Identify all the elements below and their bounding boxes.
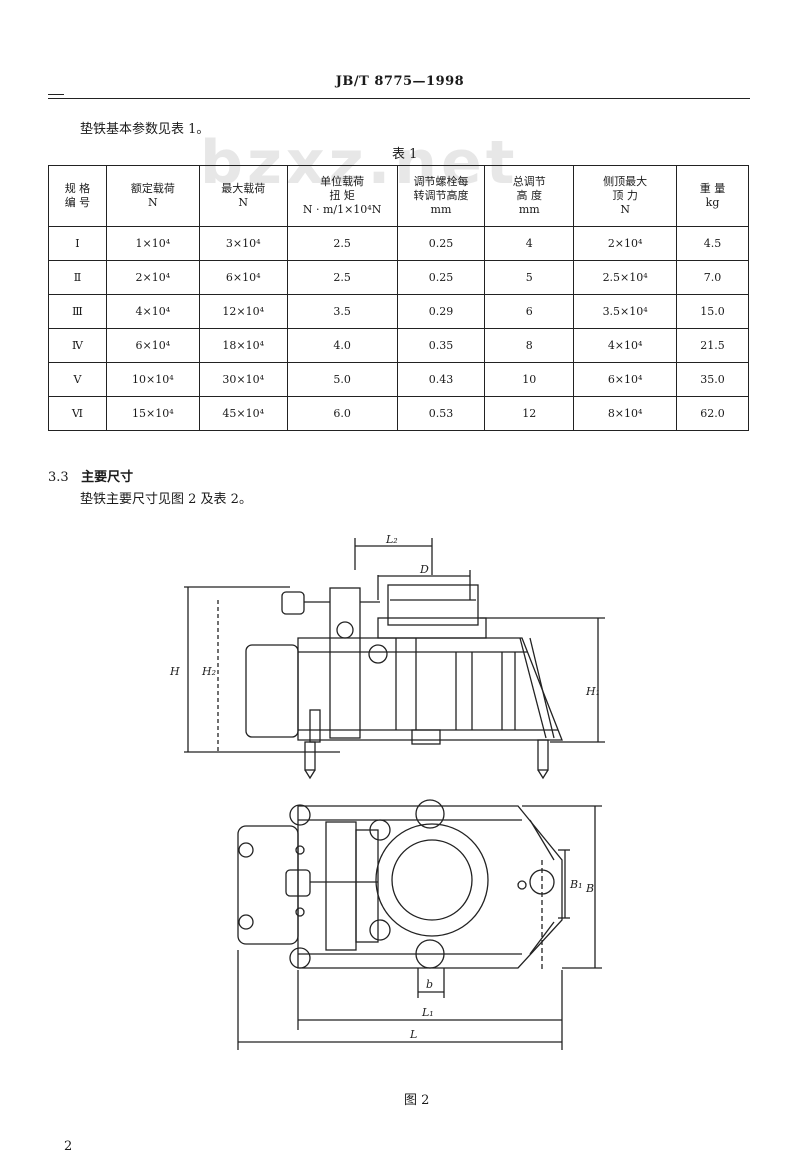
cell-torque: 2.5 (286, 226, 398, 261)
cell-side-force: 8×10⁴ (573, 396, 678, 431)
cell-max-load: 12×10⁴ (198, 294, 288, 329)
cell-side-force: 6×10⁴ (573, 362, 678, 397)
dim-label-L1: L₁ (421, 1006, 434, 1019)
cell-rated-load: 10×10⁴ (105, 362, 200, 397)
table-row: Ⅴ 10×10⁴ 30×10⁴ 5.0 0.43 10 6×10⁴ 35.0 (48, 362, 749, 397)
cell-per-turn: 0.25 (396, 226, 486, 261)
table-row: Ⅵ 15×10⁴ 45×10⁴ 6.0 0.53 12 8×10⁴ 62.0 (48, 396, 749, 431)
table-row: Ⅱ 2×10⁴ 6×10⁴ 2.5 0.25 5 2.5×10⁴ 7.0 (48, 260, 749, 295)
cell-total-adjust: 5 (484, 260, 575, 295)
table-caption: 表 1 (392, 147, 418, 162)
cell-per-turn: 0.25 (396, 260, 486, 295)
cell-per-turn: 0.35 (396, 328, 486, 363)
dim-label-B1: B₁ (569, 878, 583, 891)
dim-label-b: b (426, 978, 433, 991)
cell-weight: 21.5 (676, 328, 749, 363)
figure-caption: 图 2 (404, 1093, 430, 1108)
cell-torque: 3.5 (286, 294, 398, 329)
dim-label-L: L (409, 1028, 417, 1041)
cell-weight: 15.0 (676, 294, 749, 329)
cell-total-adjust: 4 (484, 226, 575, 261)
cell-weight: 7.0 (676, 260, 749, 295)
cell-weight: 62.0 (676, 396, 749, 431)
section-body: 垫铁主要尺寸见图 2 及表 2。 (80, 492, 252, 507)
cell-max-load: 45×10⁴ (198, 396, 288, 431)
cell-spec: Ⅲ (48, 294, 107, 329)
front-view (184, 538, 605, 780)
cell-rated-load: 2×10⁴ (105, 260, 200, 295)
top-view (237, 799, 602, 1050)
cell-rated-load: 15×10⁴ (105, 396, 200, 431)
section-number: 3.3 (48, 470, 69, 485)
section-title: 主要尺寸 (81, 470, 134, 485)
dim-label-D: D (419, 563, 429, 576)
cell-per-turn: 0.43 (396, 362, 486, 397)
header-spec-no: 规 格编 号 (48, 165, 107, 227)
figure-2-drawing: L₂ D H H₂ H₁ B₁ B b L₁ L (169, 533, 605, 1050)
page-number: 2 (64, 1139, 73, 1154)
cell-per-turn: 0.53 (396, 396, 486, 431)
cell-total-adjust: 8 (484, 328, 575, 363)
page-header: JB/T 8775—1998 (335, 74, 465, 89)
cell-spec: Ⅴ (48, 362, 107, 397)
cell-total-adjust: 12 (484, 396, 575, 431)
cell-max-load: 6×10⁴ (198, 260, 288, 295)
cell-spec: Ⅱ (48, 260, 107, 295)
cell-rated-load: 1×10⁴ (105, 226, 200, 261)
dim-label-H1: H₁ (585, 685, 600, 698)
cell-max-load: 18×10⁴ (198, 328, 288, 363)
cell-side-force: 2×10⁴ (573, 226, 678, 261)
cell-torque: 4.0 (286, 328, 398, 363)
cell-per-turn: 0.29 (396, 294, 486, 329)
cell-torque: 6.0 (286, 396, 398, 431)
section-heading: 3.3 主要尺寸 (48, 466, 133, 485)
dim-label-H2: H₂ (201, 665, 216, 678)
header-dash (48, 94, 64, 95)
intro-text: 垫铁基本参数见表 1。 (80, 122, 210, 137)
cell-side-force: 2.5×10⁴ (573, 260, 678, 295)
cell-spec: Ⅰ (48, 226, 107, 261)
cell-total-adjust: 6 (484, 294, 575, 329)
cell-torque: 2.5 (286, 260, 398, 295)
cell-side-force: 4×10⁴ (573, 328, 678, 363)
cell-rated-load: 4×10⁴ (105, 294, 200, 329)
cell-weight: 4.5 (676, 226, 749, 261)
dim-label-B: B (585, 882, 594, 895)
cell-spec: Ⅵ (48, 396, 107, 431)
cell-rated-load: 6×10⁴ (105, 328, 200, 363)
cell-total-adjust: 10 (484, 362, 575, 397)
cell-max-load: 30×10⁴ (198, 362, 288, 397)
cell-max-load: 3×10⁴ (198, 226, 288, 261)
table-row: Ⅳ 6×10⁴ 18×10⁴ 4.0 0.35 8 4×10⁴ 21.5 (48, 328, 749, 363)
cell-torque: 5.0 (286, 362, 398, 397)
cell-weight: 35.0 (676, 362, 749, 397)
header-rule (48, 98, 750, 99)
dim-label-H: H (169, 665, 180, 678)
table-row: Ⅲ 4×10⁴ 12×10⁴ 3.5 0.29 6 3.5×10⁴ 15.0 (48, 294, 749, 329)
cell-side-force: 3.5×10⁴ (573, 294, 678, 329)
cell-spec: Ⅳ (48, 328, 107, 363)
table-row: Ⅰ 1×10⁴ 3×10⁴ 2.5 0.25 4 2×10⁴ 4.5 (48, 226, 749, 261)
dim-label-L2: L₂ (385, 533, 398, 546)
